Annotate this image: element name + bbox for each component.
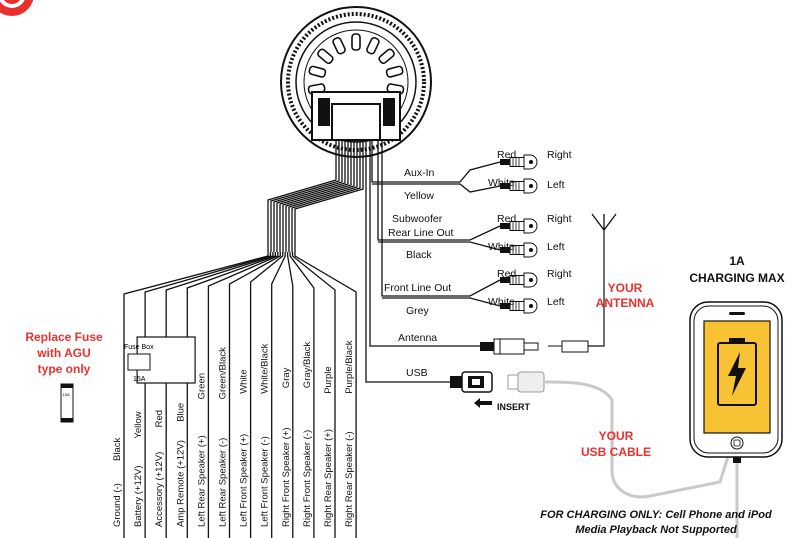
aux-plug-red: Red (497, 149, 516, 161)
front-plug-white: White (488, 296, 515, 308)
antenna-icon (591, 213, 617, 232)
fuse-note-line2: with AGU (36, 346, 91, 360)
fuse-box-label: Fuse Box (124, 344, 154, 351)
harness-wire (291, 252, 336, 538)
harness-wire-function: Left Front Speaker (-) (260, 436, 271, 527)
harness-wire-color: White (239, 370, 250, 394)
sub-plug-red: Red (497, 213, 516, 225)
harness-wire-function: Battery (+12V) (133, 465, 144, 527)
harness-wire-label: Left Rear Speaker (-) Green/Black (218, 347, 229, 527)
small-fuse-label: 15A (63, 392, 70, 397)
antenna-callout-line2: ANTENNA (596, 296, 655, 310)
harness-wire-label: Right Rear Speaker (-) Purple/Black (344, 340, 355, 527)
antenna-label: Antenna (398, 332, 437, 344)
harness-wire-label: Right Rear Speaker (+) Purple (323, 366, 334, 527)
harness-wire-label: Ground (-) Black (112, 438, 123, 527)
harness-wire-label: Left Front Speaker (-) White/Black (260, 343, 271, 527)
harness-wire (286, 252, 294, 538)
harness-wire-function: Left Front Speaker (+) (239, 434, 250, 527)
harness-wire-function: Right Rear Speaker (-) (344, 431, 355, 527)
harness-wire-color: Green/Black (218, 347, 229, 400)
harness-wire-color: Gray/Black (302, 341, 313, 388)
fuse-box-rating: 15A (133, 376, 146, 383)
usb-label: USB (406, 367, 428, 379)
harness-wire-function: Left Rear Speaker (-) (218, 438, 229, 527)
harness-wire-function: Right Front Speaker (-) (302, 430, 313, 527)
charging-line2: CHARGING MAX (689, 271, 784, 285)
subwoofer-label-line1: Subwoofer (392, 213, 443, 225)
harness-wire-label: Right Front Speaker (-) Gray/Black (302, 341, 313, 527)
harness-wire (207, 252, 279, 538)
stereo-unit-icon (280, 6, 432, 158)
harness-wire-label: Battery (+12V) Yellow (133, 411, 144, 527)
sub-left: Left (547, 241, 565, 253)
harness-wire-function: Right Rear Speaker (+) (323, 429, 334, 527)
harness-wire-label: Right Front Speaker (+) Gray (281, 367, 292, 527)
harness-wire (249, 252, 284, 538)
harness-wire (271, 252, 286, 538)
rca-wiring (365, 140, 501, 383)
subwoofer-color: Black (406, 249, 432, 261)
subwoofer-label-line2: Rear Line Out (388, 227, 453, 239)
usb-note-line1: FOR CHARGING ONLY: Cell Phone and iPod (540, 509, 772, 521)
fuse-note-line1: Replace Fuse (25, 330, 103, 344)
sub-plug-white: White (488, 241, 515, 253)
aux-plug-white: White (488, 177, 515, 189)
harness-wire-label: Accessory (+12V) Red (154, 410, 165, 527)
front-left: Left (547, 296, 565, 308)
harness-wire-function: Ground (-) (112, 483, 123, 527)
harness-wire-color: White/Black (260, 343, 271, 393)
harness-wire-function: Accessory (+12V) (154, 452, 165, 527)
insert-label: INSERT (497, 402, 531, 412)
harness-wire-color: Gray (281, 367, 292, 388)
harness-wire-function: Left Rear Speaker (+) (196, 435, 207, 527)
harness-wire-function: Right Front Speaker (+) (281, 427, 292, 527)
fuse-icon: 15A (60, 383, 74, 423)
harness-wire (144, 252, 272, 538)
harness-wire-color: Purple (323, 366, 334, 393)
usb-cable-callout-line1: YOUR (599, 429, 634, 443)
harness-wire (294, 252, 357, 538)
harness-wire-color: Red (154, 410, 165, 427)
harness-wire (228, 252, 281, 538)
charging-line1: 1A (729, 254, 745, 268)
aux-right: Right (547, 149, 572, 161)
harness-wire-color: Green (196, 373, 207, 399)
front-plug-red: Red (497, 268, 516, 280)
harness-wire-label: Left Rear Speaker (+) Green (196, 373, 207, 527)
front-line-out-label: Front Line Out (384, 282, 451, 294)
aux-in-color: Yellow (404, 190, 434, 202)
front-line-out-color: Grey (406, 305, 430, 317)
usb-note-line2: Media Playback Not Supported (575, 524, 737, 536)
corner-badge-icon (0, 0, 34, 16)
usb-plug-icon (450, 371, 732, 499)
aux-in-label: Aux-In (404, 167, 435, 179)
usb-cable-callout-line2: USB CABLE (581, 445, 651, 459)
harness-wire-color: Yellow (133, 411, 144, 438)
sub-right: Right (547, 213, 572, 225)
harness-fanout (123, 252, 357, 538)
front-right: Right (547, 268, 572, 280)
harness-wire-function: Amp Remote (+12V) (175, 440, 186, 527)
harness-bundle (267, 140, 364, 252)
fuse-box-icon: Fuse Box 15A (124, 336, 196, 384)
fuse-note-line3: type only (38, 362, 91, 376)
harness-wire (186, 252, 277, 538)
harness-wire-color: Blue (175, 403, 186, 422)
harness-wire (165, 252, 274, 538)
harness-wire-color: Purple/Black (344, 340, 355, 394)
battery-charging-icon (717, 338, 757, 406)
harness-wire-label: Left Front Speaker (+) White (239, 370, 250, 527)
harness-wire (123, 252, 269, 538)
insert-arrow-icon (474, 398, 492, 408)
aux-left: Left (547, 179, 565, 191)
antenna-callout-line1: YOUR (608, 281, 643, 295)
harness-wire-label: Amp Remote (+12V) Blue (175, 403, 186, 527)
harness-wire-color: Black (112, 438, 123, 461)
antenna-plug-icon (480, 230, 605, 355)
harness-wire (289, 252, 315, 538)
